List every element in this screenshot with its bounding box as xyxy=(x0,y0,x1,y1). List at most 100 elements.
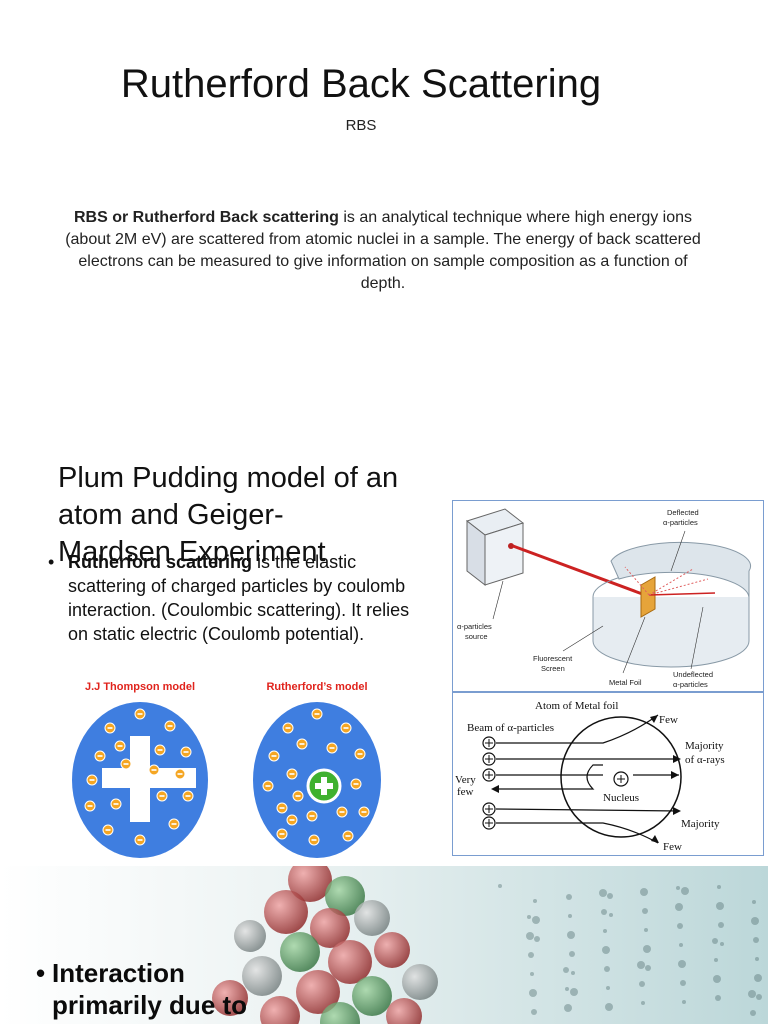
label-metal-foil: Metal Foil xyxy=(609,678,642,687)
molecule-ball xyxy=(264,890,308,934)
label-fluorescent: Fluorescent xyxy=(533,654,573,663)
particle-dot xyxy=(602,946,610,954)
caption-thompson: J.J Thompson model xyxy=(84,681,195,693)
particle-dot xyxy=(534,936,540,942)
intro-paragraph: RBS or Rutherford Back scattering is an … xyxy=(60,207,706,295)
particle-dot xyxy=(606,986,610,990)
source-box-front xyxy=(484,522,524,586)
electron-minus xyxy=(105,829,111,831)
molecule-ball xyxy=(354,900,390,936)
arrowhead xyxy=(673,755,681,763)
geiger-marsden-apparatus: Deflected α-particles α-particles source… xyxy=(452,500,764,692)
label-undeflected: Undeflected xyxy=(673,670,713,679)
electron-minus xyxy=(87,805,93,807)
electron-minus xyxy=(285,727,291,729)
particle-dot xyxy=(748,990,756,998)
electron-minus xyxy=(295,795,301,797)
electron-minus xyxy=(271,755,277,757)
particle-dot xyxy=(529,989,537,997)
slide-heading: • Interaction primarily due to xyxy=(36,957,356,1021)
particle-dot xyxy=(751,917,759,925)
molecule-ball xyxy=(320,1002,360,1024)
molecule-ball xyxy=(234,920,266,952)
label-undeflected-2: α-particles xyxy=(673,680,708,689)
label-source-2: source xyxy=(465,632,488,641)
background-decoration xyxy=(0,866,768,1024)
particle-dot xyxy=(680,980,686,986)
slide-title: Plum Pudding model of an atom and Geiger… xyxy=(58,460,438,571)
particle-dot xyxy=(644,928,648,932)
particle-dot xyxy=(752,900,756,904)
nucleus-outline xyxy=(613,771,629,787)
molecule-ball xyxy=(310,908,350,948)
particle-dot xyxy=(755,957,759,961)
electrons xyxy=(262,708,370,846)
electron-minus xyxy=(329,747,335,749)
particle-dot xyxy=(682,1000,686,1004)
electrons xyxy=(84,708,194,846)
particle-dot xyxy=(720,942,724,946)
intro-paragraph-text: is an analytical technique where high en… xyxy=(65,209,701,292)
particle-dot xyxy=(603,929,607,933)
metal-foil xyxy=(640,576,656,618)
slide-title-line: Mardsen Experiment xyxy=(58,536,326,568)
particle-dot xyxy=(532,916,540,924)
particle-dot xyxy=(643,945,651,953)
electron-minus xyxy=(183,751,189,753)
atom-outline xyxy=(560,716,682,838)
slide-rbs-intro: Rutherford Back Scattering RBS RBS or Ru… xyxy=(0,0,768,430)
particle-dot xyxy=(533,899,537,903)
arrowhead xyxy=(491,785,499,793)
particle-dot xyxy=(718,922,724,928)
particle-dot xyxy=(645,965,651,971)
electron-minus xyxy=(361,811,367,813)
electron-minus xyxy=(311,839,317,841)
particle-dot xyxy=(637,961,645,969)
alpha-beam xyxy=(512,544,646,597)
particle-dot xyxy=(713,975,721,983)
bullet-text: is the elastic scattering of charged par… xyxy=(68,552,410,644)
electron-minus xyxy=(299,743,305,745)
electron-minus xyxy=(345,835,351,837)
particle-dot xyxy=(599,889,607,897)
label-majority-2: Majority xyxy=(681,818,720,830)
particle-dot xyxy=(675,903,683,911)
arrowhead xyxy=(673,807,681,815)
electron-minus xyxy=(159,795,165,797)
particle-dot xyxy=(528,952,534,958)
slide-heading-line: primarily due to xyxy=(52,990,248,1020)
electron-minus xyxy=(117,745,123,747)
electron-minus xyxy=(107,727,113,729)
electron-minus xyxy=(265,785,271,787)
caption-rutherford: Rutherford’s model xyxy=(266,681,368,693)
particle-dot xyxy=(607,893,613,899)
particle-dot xyxy=(717,885,721,889)
label-alpha-particles: α-particles xyxy=(663,518,698,527)
source-hole xyxy=(508,543,514,549)
particle-dot xyxy=(756,994,762,1000)
particle-dot xyxy=(498,884,502,888)
particle-dot xyxy=(609,913,613,917)
particle-dot xyxy=(567,931,575,939)
particle-dot xyxy=(568,914,572,918)
label-beam: Beam of α-particles xyxy=(467,722,554,734)
particle-dot xyxy=(641,1001,645,1005)
electron-minus xyxy=(185,795,191,797)
particle-dot xyxy=(750,1010,756,1016)
molecule-ball xyxy=(374,932,410,968)
slide-subtitle: RBS xyxy=(345,117,377,134)
label-few-bottom: Few xyxy=(663,841,682,853)
positive-cross-horizontal xyxy=(102,768,196,788)
label-majority-1: Majority xyxy=(685,740,724,752)
electron-minus xyxy=(123,763,129,765)
particle-dot xyxy=(531,1009,537,1015)
arrowhead xyxy=(650,715,658,723)
particle-dot xyxy=(571,971,575,975)
electron-minus xyxy=(289,819,295,821)
label-very: Very xyxy=(455,774,476,786)
electron-minus xyxy=(339,811,345,813)
molecule-ball xyxy=(352,976,392,1016)
particle-dot xyxy=(605,1003,613,1011)
molecule-ball xyxy=(242,956,282,996)
label-screen: Screen xyxy=(541,664,565,673)
